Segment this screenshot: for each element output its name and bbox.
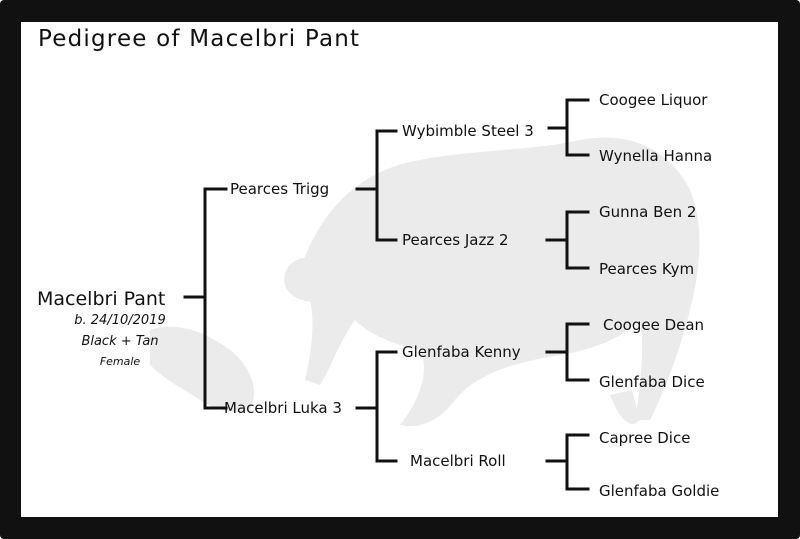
subject-sex: Female xyxy=(99,355,141,368)
subject-color: Black + Tan xyxy=(81,334,159,349)
great-grandparent-5: Coogee Dean xyxy=(603,316,705,334)
great-grandparent-2: Wynella Hanna xyxy=(599,147,713,165)
parent-sire-name: Pearces Trigg xyxy=(230,180,330,198)
grandparent-dam-sire: Glenfaba Kenny xyxy=(402,343,521,361)
great-grandparent-7: Capree Dice xyxy=(599,429,691,447)
great-grandparent-8: Glenfaba Goldie xyxy=(599,482,720,500)
subject-birth-date: b. 24/10/2019 xyxy=(74,313,166,328)
great-grandparent-6: Glenfaba Dice xyxy=(599,373,705,391)
grandparent-sire-sire: Wybimble Steel 3 xyxy=(402,122,534,140)
page-title: Pedigree of Macelbri Pant xyxy=(38,26,361,52)
great-grandparent-3: Gunna Ben 2 xyxy=(599,203,697,221)
subject-name: Macelbri Pant xyxy=(37,288,166,310)
grandparent-dam-dam: Macelbri Roll xyxy=(410,452,506,470)
great-grandparent-4: Pearces Kym xyxy=(599,260,695,278)
great-grandparent-1: Coogee Liquor xyxy=(599,91,708,109)
grandparent-sire-dam: Pearces Jazz 2 xyxy=(402,231,509,249)
parent-dam-name: Macelbri Luka 3 xyxy=(224,399,342,417)
